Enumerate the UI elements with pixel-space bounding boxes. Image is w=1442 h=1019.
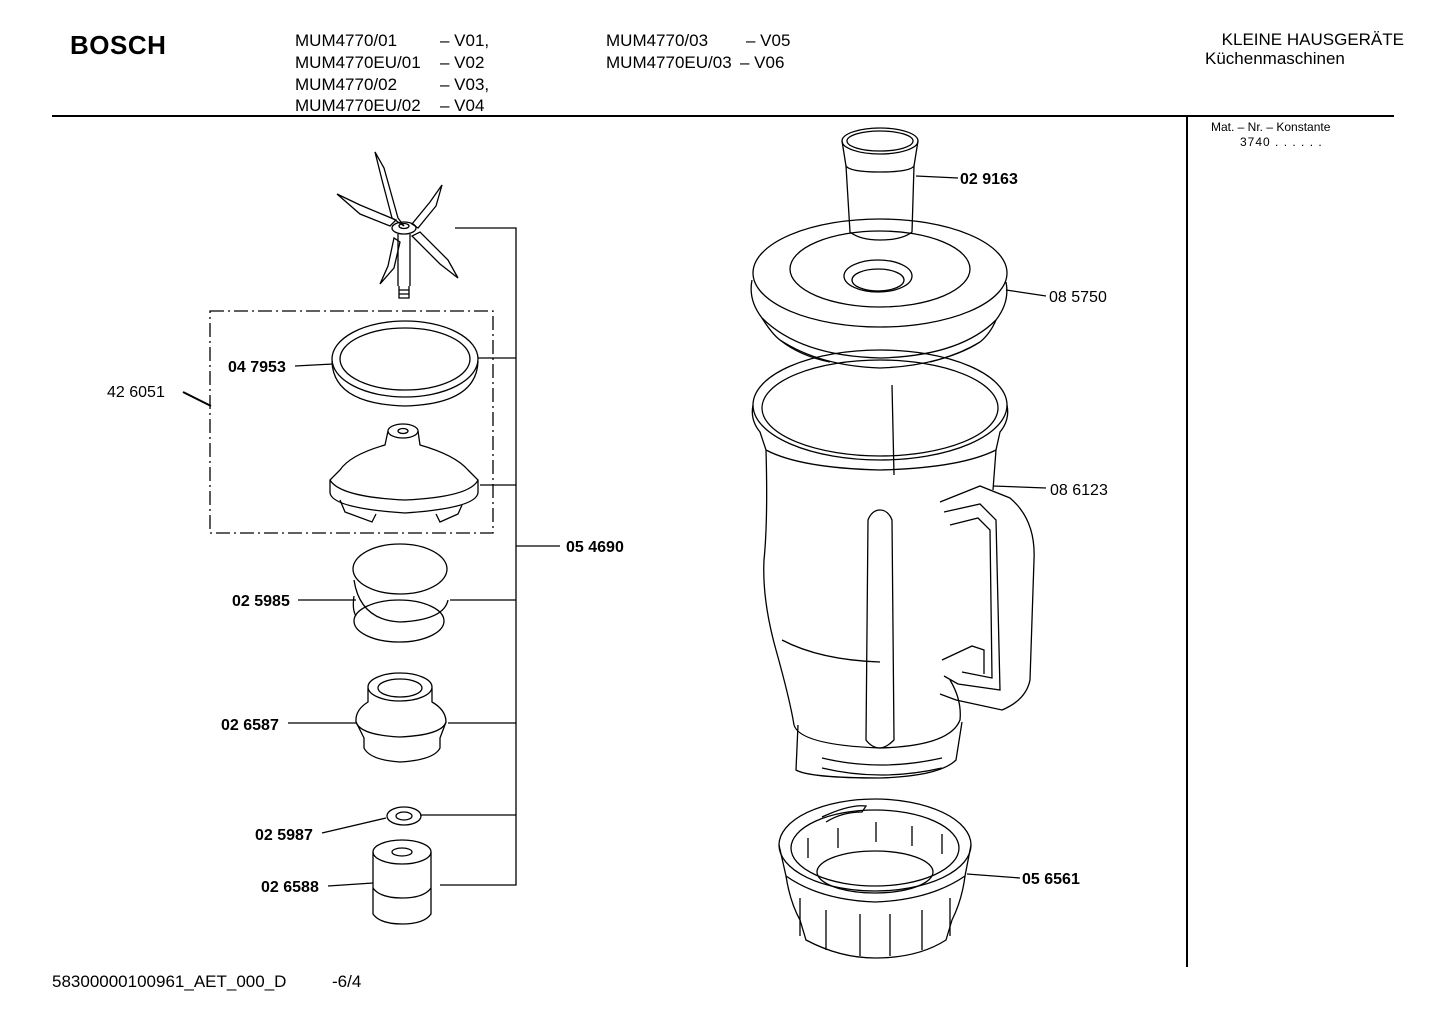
model-code: MUM4770/02 — [295, 75, 398, 94]
leader-lines-right — [915, 175, 1047, 879]
mat-label: Mat. – Nr. – Konstante — [1211, 120, 1331, 134]
part-number-026587: 02 6587 — [221, 717, 279, 734]
part-number-026588: 02 6588 — [261, 879, 319, 896]
jar-lid — [750, 218, 1008, 369]
category-title: KLEINE HAUSGERÄTE — [1221, 30, 1404, 49]
model-code: MUM4770/03 — [606, 31, 709, 50]
leader-bracket — [420, 227, 560, 886]
blade-carrier — [329, 423, 479, 523]
part-number-025987: 02 5987 — [255, 827, 313, 844]
bearing-housing — [355, 672, 447, 763]
part-number-047953: 04 7953 — [228, 359, 286, 376]
filler-cap — [841, 127, 919, 241]
model-version: – V02 — [440, 53, 485, 72]
model-version: – V01, — [440, 31, 490, 50]
model-row: MUM4770/01 — [295, 30, 397, 52]
spring-ring — [352, 543, 449, 643]
coupling — [372, 839, 432, 925]
brand-logo: BOSCH — [70, 30, 167, 60]
leader-lines-left — [182, 363, 387, 887]
washer — [386, 806, 422, 826]
part-labels: 42 6051 04 7953 05 4690 02 5985 02 6587 … — [107, 171, 1108, 896]
jar-base — [778, 798, 972, 959]
part-number-426051: 42 6051 — [107, 384, 165, 401]
sealing-ring — [331, 320, 479, 407]
assembly-box — [209, 310, 494, 534]
part-number-086123: 08 6123 — [1050, 482, 1108, 499]
model-code: MUM4770EU/02 — [295, 96, 421, 115]
part-number-025985: 02 5985 — [232, 593, 290, 610]
knife-blade — [336, 151, 459, 299]
part-number-056561: 05 6561 — [1022, 871, 1080, 888]
footer-doc-id: 58300000100961_AET_000_D — [52, 972, 286, 992]
sidebar-rule — [1186, 117, 1188, 967]
model-code: MUM4770EU/03 — [606, 53, 732, 72]
model-code: MUM4770EU/01 — [295, 53, 421, 72]
model-code: MUM4770/01 — [295, 31, 398, 50]
part-number-029163: 02 9163 — [960, 171, 1018, 188]
model-version: – V03, — [440, 75, 490, 94]
model-version: – V06 — [740, 53, 785, 72]
part-number-054690: 05 4690 — [566, 539, 624, 556]
doc-id: 58300000100961_AET_000_D — [52, 972, 287, 991]
subcategory-title: Küchenmaschinen — [1205, 49, 1345, 68]
mat-value: 3740 . . . . . . — [1240, 135, 1323, 149]
footer-page: -6/4 — [332, 972, 362, 991]
header-rule — [52, 115, 1394, 117]
part-number-085750: 08 5750 — [1049, 289, 1107, 306]
blender-jar — [751, 349, 1035, 779]
model-version: – V04 — [440, 96, 485, 115]
model-version: – V05 — [746, 31, 791, 50]
